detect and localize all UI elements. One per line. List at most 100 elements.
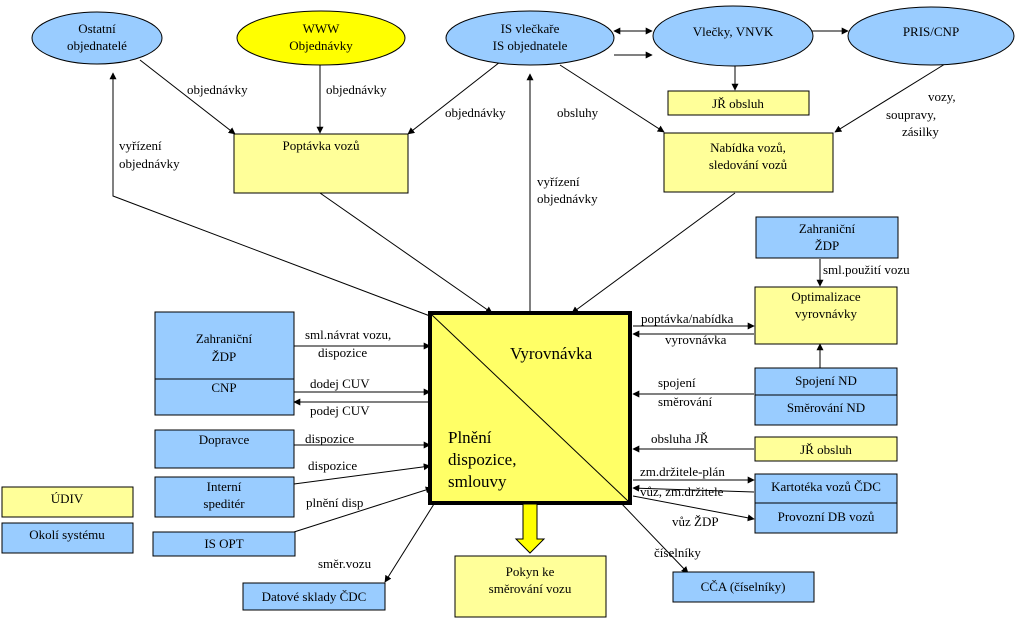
ellipse-vlecky-vnvk[interactable]: Vlečky, VNVK — [652, 5, 814, 67]
edge-label: objednávky — [326, 82, 387, 97]
edge-label: směr.vozu — [318, 556, 372, 571]
arrow-to-pokyn — [514, 503, 546, 554]
box-label: IS OPT — [204, 536, 243, 551]
edges — [109, 27, 946, 583]
center-vyrovnavka-plneni[interactable]: Vyrovnávka Plnění dispozice, smlouvy — [428, 311, 632, 505]
box-dopravce[interactable]: Dopravce — [154, 429, 295, 469]
legend-label: Okolí systému — [29, 527, 105, 542]
ellipse-label: Ostatní — [78, 21, 116, 36]
box-label: směrování vozu — [489, 581, 572, 596]
box-label: Zahraniční — [196, 331, 253, 346]
edge-label: dispozice — [305, 431, 354, 446]
box-interni-speditor[interactable]: Interní speditér — [154, 476, 295, 518]
box-is-opt[interactable]: IS OPT — [152, 531, 296, 557]
box-label: Spojení ND — [795, 373, 857, 388]
edge-label: vůz ŽDP — [672, 514, 719, 529]
edge-label: sml.návrat vozu, — [305, 327, 391, 342]
edge-label: soupravy, — [886, 107, 936, 122]
edge-label: podej CUV — [310, 403, 370, 418]
edge-label: zásilky — [902, 124, 939, 139]
center-plneni-label: smlouvy — [448, 472, 507, 491]
edge-label: číselníky — [654, 545, 701, 560]
ellipse-label: objednatelé — [67, 38, 127, 53]
box-label: ŽDP — [212, 349, 237, 364]
box-datove-sklady[interactable]: Datové sklady ČDC — [242, 582, 386, 611]
edge-label: objednávky — [537, 191, 598, 206]
box-label: vyrovnávky — [795, 306, 858, 321]
edge-pris-nabidka — [834, 63, 946, 133]
ellipse-is-vleckare[interactable]: IS vlečkaře IS objednatele — [445, 10, 615, 66]
box-label: sledování vozů — [709, 157, 788, 172]
box-spojeni-nd[interactable]: Spojení ND Směrování ND — [754, 367, 898, 426]
edge-is-poptavka — [407, 61, 501, 135]
center-plneni-label: Plnění — [448, 428, 492, 447]
edge-nabidka-center — [571, 192, 736, 314]
edge-label: sml.použití vozu — [823, 262, 910, 277]
edge-label: dispozice — [318, 345, 367, 360]
box-label: Dopravce — [199, 432, 250, 447]
box-zahranicni-zdp-right[interactable]: Zahraniční ŽDP — [755, 216, 899, 259]
box-label: CNP — [211, 380, 236, 395]
box-label: CČA (číselníky) — [701, 579, 786, 594]
edge-ostatni-poptavka — [139, 59, 236, 135]
box-label: JŘ obsluh — [800, 442, 852, 457]
ellipse-label: WWW — [303, 21, 341, 36]
edge-label: vůz, zm.držitele — [640, 484, 724, 499]
edge-is-nabidka — [559, 64, 665, 133]
ellipse-pris-cnp[interactable]: PRIS/CNP — [847, 6, 1015, 66]
edge-labels: objednávky objednávky objednávky obsluhy… — [119, 82, 956, 571]
edge-label: objednávky — [445, 105, 506, 120]
ellipse-label: Objednávky — [289, 38, 353, 53]
box-label: Provozní DB vozů — [778, 509, 875, 524]
ellipse-www-objednavky[interactable]: WWW Objednávky — [236, 10, 406, 66]
legend-udiv: ÚDIV — [1, 486, 134, 518]
box-nabidka-vozu[interactable]: Nabídka vozů, sledování vozů — [663, 132, 834, 193]
edge-kartoteka-center — [632, 484, 755, 493]
legend-okoli-systemu: Okolí systému — [1, 522, 134, 554]
edge-label: obsluhy — [557, 105, 599, 120]
center-vyrovnavka-label: Vyrovnávka — [510, 344, 593, 363]
edge-center-cca — [619, 501, 689, 574]
edge-center-ostatni — [109, 72, 431, 317]
box-label: Pokyn ke — [506, 564, 555, 579]
ellipse-label: PRIS/CNP — [903, 24, 959, 39]
box-label: Datové sklady ČDC — [262, 589, 367, 604]
ellipse-label: IS objednatele — [493, 38, 568, 53]
edge-label: spojení — [658, 375, 696, 390]
box-poptavka-vozu[interactable]: Poptávka vozů — [233, 133, 409, 194]
box-label: Směrování ND — [787, 400, 865, 415]
box-kartoteka-vozu[interactable]: Kartotéka vozů ČDC Provozní DB vozů — [754, 473, 898, 534]
edge-label: obsluha JŘ — [651, 431, 709, 446]
edge-label: dispozice — [308, 458, 357, 473]
box-jr-obsluh-right[interactable]: JŘ obsluh — [754, 436, 898, 462]
box-label: Optimalizace — [791, 289, 861, 304]
box-label: Nabídka vozů, — [710, 140, 786, 155]
edge-label: vyrovnávka — [665, 332, 727, 347]
center-plneni-label: dispozice, — [448, 450, 516, 469]
edge-label: dodej CUV — [310, 376, 370, 391]
box-label: Poptávka vozů — [283, 138, 360, 153]
edge-label: objednávky — [187, 82, 248, 97]
ellipse-ostatni-objednatele[interactable]: Ostatní objednatelé — [31, 11, 163, 65]
box-jr-obsluh-top[interactable]: JŘ obsluh — [667, 90, 810, 116]
edge-center-provozni — [632, 495, 755, 522]
edge-isopt-center — [293, 486, 433, 533]
box-label: speditér — [203, 496, 245, 511]
box-pokyn-ke-smerovani[interactable]: Pokyn ke směrování vozu — [454, 555, 607, 618]
box-label: Kartotéka vozů ČDC — [771, 479, 881, 494]
edge-label: objednávky — [119, 156, 180, 171]
edge-center-datove — [384, 503, 435, 583]
edge-poptavka-center — [319, 192, 493, 314]
edge-label: vozy, — [928, 89, 956, 104]
edge-label: směrování — [658, 394, 713, 409]
edge-interni-center — [293, 463, 431, 485]
box-zahranicni-zdp-cnp[interactable]: Zahraniční ŽDP CNP — [154, 311, 295, 416]
box-optimalizace-vyrovnavky[interactable]: Optimalizace vyrovnávky — [754, 286, 898, 345]
edge-label: zm.držitele-plán — [640, 464, 725, 479]
ellipse-label: IS vlečkaře — [501, 21, 560, 36]
box-cca-ciselniky[interactable]: CČA (číselníky) — [672, 571, 815, 603]
edge-label: vyřízení — [537, 174, 580, 189]
box-label: JŘ obsluh — [712, 96, 764, 111]
box-label: Zahraniční — [799, 221, 856, 236]
